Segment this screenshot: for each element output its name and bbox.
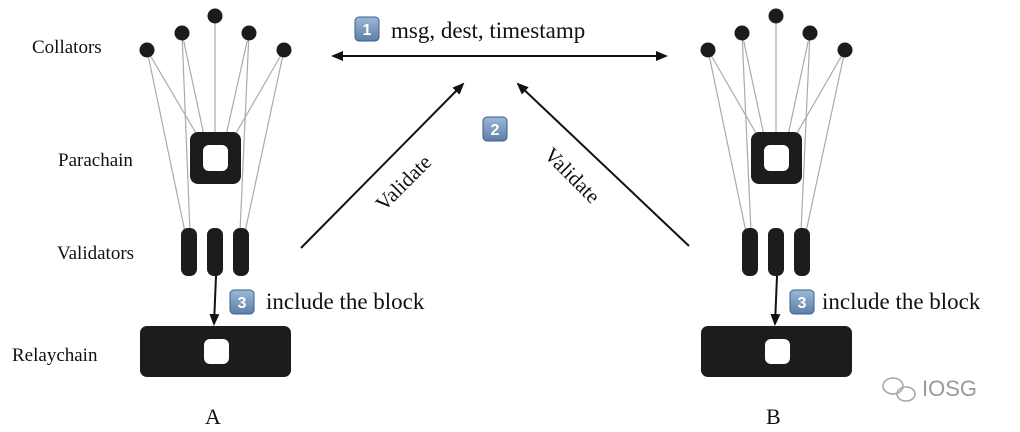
collator-node-a5 xyxy=(276,42,292,58)
label-parachain: Parachain xyxy=(58,150,133,171)
svg-text:3: 3 xyxy=(798,295,807,312)
step1-badge: 1 xyxy=(354,16,380,42)
step1-label: msg, dest, timestamp xyxy=(391,18,585,43)
collator-node-b1 xyxy=(700,42,716,58)
parachain-block-a xyxy=(190,132,241,184)
collator-node-b4 xyxy=(802,25,818,41)
validate-arrow-right xyxy=(516,82,690,247)
validate-arrow-left xyxy=(300,82,465,249)
label-chain-b: B xyxy=(766,404,781,429)
svg-text:3: 3 xyxy=(238,295,247,312)
collator-node-b2 xyxy=(734,25,750,41)
chain-b xyxy=(700,8,853,377)
relaychain-block-b xyxy=(701,326,852,377)
svg-text:1: 1 xyxy=(363,22,372,39)
step3-label-a: include the block xyxy=(266,289,425,314)
chain-a xyxy=(139,8,292,377)
collator-node-a4 xyxy=(241,25,257,41)
relaychain-block-a xyxy=(140,326,291,377)
label-validators: Validators xyxy=(57,243,134,264)
validate-label-left: Validate xyxy=(371,150,437,216)
parachain-block-b xyxy=(751,132,802,184)
validators-b xyxy=(742,228,810,276)
step2-badge: 2 xyxy=(482,116,508,142)
collator-node-a3 xyxy=(207,8,223,24)
step3-label-b: include the block xyxy=(822,289,981,314)
collator-node-b5 xyxy=(837,42,853,58)
wechat-icon xyxy=(882,377,916,402)
collator-node-a1 xyxy=(139,42,155,58)
collator-lines-b xyxy=(707,16,846,233)
include-arrow-a xyxy=(209,275,220,326)
validate-label-right: Validate xyxy=(539,143,605,209)
label-relaychain: Relaychain xyxy=(12,345,98,366)
step3-badge-b: 3 xyxy=(789,289,815,315)
collator-node-b3 xyxy=(768,8,784,24)
svg-text:2: 2 xyxy=(491,122,500,139)
label-chain-a: A xyxy=(205,404,221,429)
include-arrow-b xyxy=(770,275,781,326)
watermark-text: IOSG xyxy=(922,376,977,401)
step3-badge-a: 3 xyxy=(229,289,255,315)
collator-node-a2 xyxy=(174,25,190,41)
label-collators: Collators xyxy=(32,37,102,58)
collator-lines-a xyxy=(146,16,285,233)
validators-a xyxy=(181,228,249,276)
